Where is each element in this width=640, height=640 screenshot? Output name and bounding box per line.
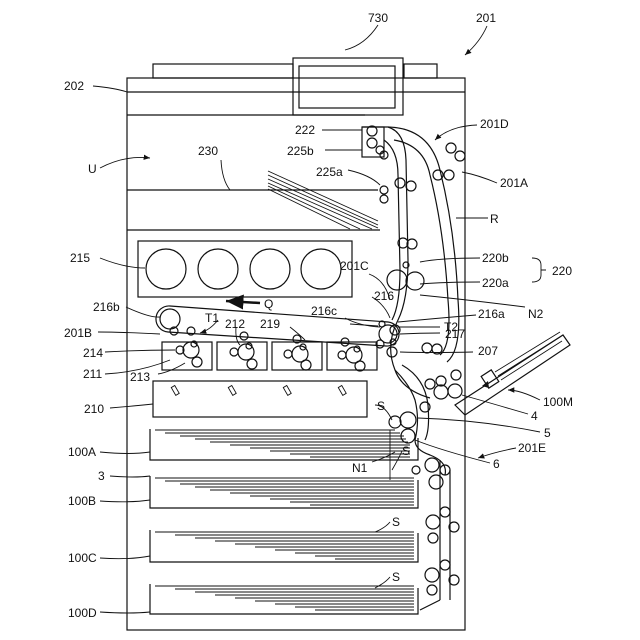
label-220a: 220a: [482, 276, 509, 290]
label-100C: 100C: [68, 551, 97, 565]
label-225b: 225b: [287, 144, 314, 158]
label-211: 211: [83, 367, 102, 381]
label-U: U: [88, 162, 97, 176]
label-T1: T1: [205, 311, 219, 325]
label-201A: 201A: [500, 176, 528, 190]
label-100A: 100A: [68, 445, 96, 459]
label-214: 214: [83, 346, 103, 360]
paper-tray-100B: [150, 476, 418, 508]
label-Q: Q: [264, 297, 273, 311]
label-220: 220: [552, 264, 572, 278]
paper-tray-100D: [150, 584, 418, 614]
label-216b: 216b: [93, 300, 120, 314]
label-100M: 100M: [543, 395, 573, 409]
label-201E: 201E: [518, 441, 546, 455]
belt-direction-arrow: [226, 301, 260, 303]
label-216: 216: [374, 289, 394, 303]
label-3: 3: [98, 469, 105, 483]
label-216a: 216a: [478, 307, 505, 321]
label-S-3: S: [392, 515, 400, 529]
label-212: 212: [225, 317, 245, 331]
label-207: 207: [478, 344, 498, 358]
label-201B: 201B: [64, 326, 92, 340]
operation-panel: [293, 58, 403, 115]
diagram-labels: 730 201 202 222 201D 225b U 230 225a 201…: [64, 11, 573, 620]
label-210: 210: [84, 402, 104, 416]
label-S-4: S: [392, 570, 400, 584]
label-217: 217: [445, 327, 465, 341]
toner-cartridges: [138, 241, 352, 297]
label-201D: 201D: [480, 117, 509, 131]
label-215: 215: [70, 251, 90, 265]
label-230: 230: [198, 144, 218, 158]
label-202: 202: [64, 79, 84, 93]
paper-tray-100C: [150, 530, 418, 562]
output-tray: [127, 171, 380, 230]
label-220b: 220b: [482, 251, 509, 265]
label-219: 219: [260, 317, 280, 331]
exit-rollers: [362, 126, 388, 203]
label-100B: 100B: [68, 494, 96, 508]
label-201: 201: [476, 11, 496, 25]
label-201C: 201C: [340, 259, 369, 273]
exposure-device: [153, 381, 367, 417]
label-6: 6: [493, 457, 500, 471]
label-213: 213: [130, 370, 150, 384]
label-N2: N2: [528, 307, 544, 321]
label-216c: 216c: [311, 304, 337, 318]
label-730: 730: [368, 11, 388, 25]
label-S-1: S: [377, 399, 385, 413]
label-100D: 100D: [68, 606, 97, 620]
label-5: 5: [544, 426, 551, 440]
label-N1: N1: [352, 461, 368, 475]
label-4: 4: [531, 409, 538, 423]
paper-tray-100A: [150, 429, 418, 480]
label-225a: 225a: [316, 165, 343, 179]
label-222: 222: [295, 123, 315, 137]
label-R: R: [490, 212, 499, 226]
label-S-2: S: [402, 444, 410, 458]
